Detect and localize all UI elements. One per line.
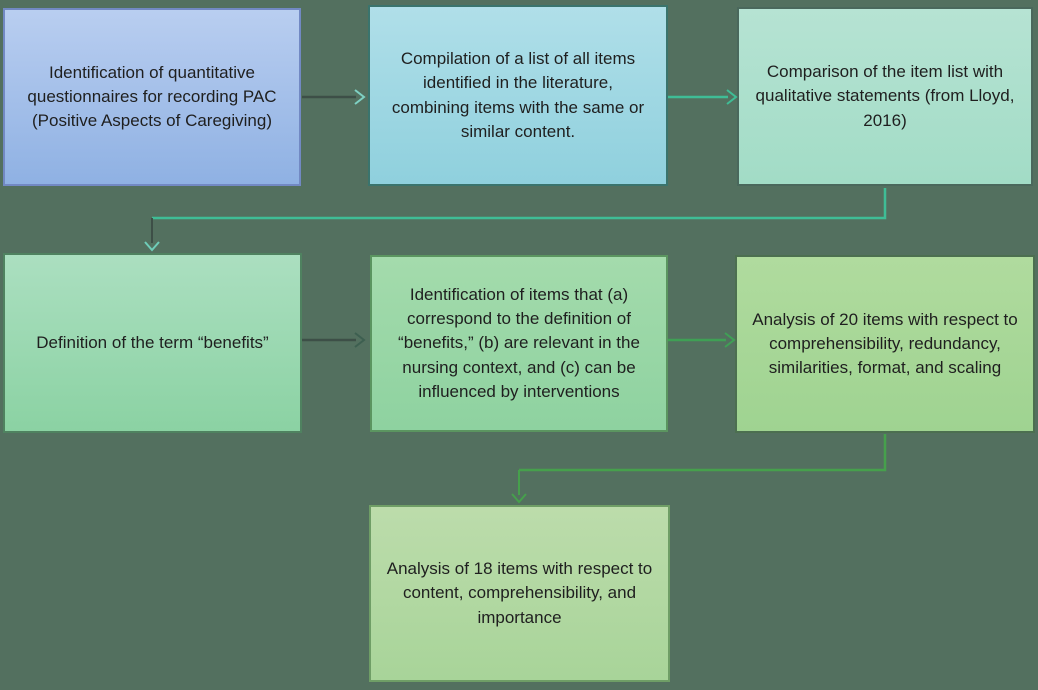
flow-box-analyze-20-items: Analysis of 20 items with respect to com… xyxy=(735,255,1035,433)
arrowhead-icon xyxy=(724,332,736,348)
arrowhead-icon xyxy=(511,493,527,504)
arrowhead-icon xyxy=(726,89,738,105)
connector-elbow-3-4 xyxy=(144,188,887,252)
flow-box-label: Definition of the term “benefits” xyxy=(36,332,269,352)
flow-box-label: Identification of quantitative questionn… xyxy=(27,62,277,131)
flow-box-identify-items-criteria: Identification of items that (a) corresp… xyxy=(370,255,668,432)
arrowhead-icon xyxy=(144,241,160,252)
connector-arrow-4-5 xyxy=(302,332,366,348)
connector-arrow-2-3 xyxy=(668,89,738,105)
arrowhead-icon xyxy=(354,332,366,348)
flow-box-label: Identification of items that (a) corresp… xyxy=(398,284,640,401)
connector-arrow-1-2 xyxy=(302,89,366,105)
connector-line xyxy=(519,434,887,472)
connector-elbow-6-7 xyxy=(511,434,887,504)
flow-box-compare-item-list: Comparison of the item list with qualita… xyxy=(737,7,1033,186)
flow-box-identify-questionnaires: Identification of quantitative questionn… xyxy=(3,8,301,186)
flow-box-define-benefits: Definition of the term “benefits” xyxy=(3,253,302,433)
flow-box-label: Analysis of 18 items with respect to con… xyxy=(386,559,653,627)
flow-box-compile-item-list: Compilation of a list of all items ident… xyxy=(368,5,668,186)
flow-box-label: Compilation of a list of all items ident… xyxy=(391,48,645,141)
flow-box-label: Analysis of 20 items with respect to com… xyxy=(752,309,1018,378)
arrowhead-icon xyxy=(354,89,366,105)
flow-box-label: Comparison of the item list with qualita… xyxy=(755,62,1015,130)
connector-line xyxy=(152,188,887,220)
flow-box-analyze-18-items: Analysis of 18 items with respect to con… xyxy=(369,505,670,682)
connector-arrow-5-6 xyxy=(668,332,736,348)
